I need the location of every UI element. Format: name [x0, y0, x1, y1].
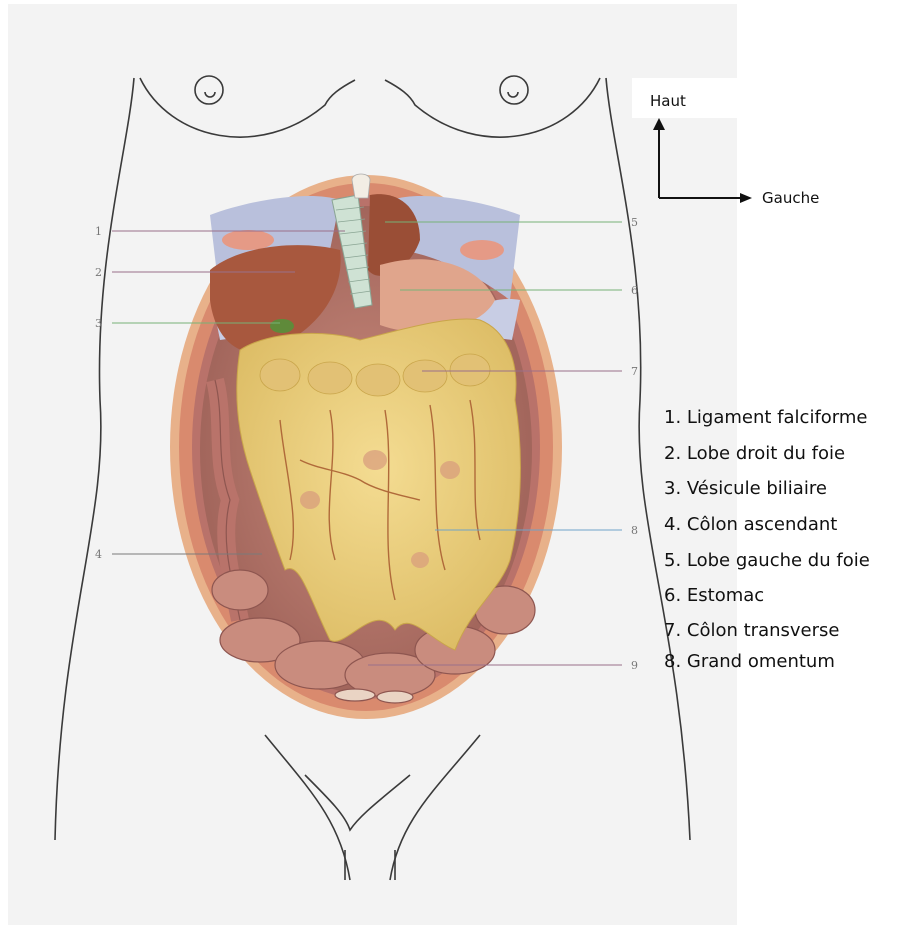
callout-2: 2	[95, 266, 102, 279]
orientation-up-label: Haut	[650, 92, 686, 110]
legend-item-2: 2. Lobe droit du foie	[664, 443, 845, 464]
callout-4: 4	[95, 548, 102, 561]
legend-item-8: 8. Grand omentum	[664, 651, 835, 672]
callout-9: 9	[631, 659, 638, 672]
orientation-left-label: Gauche	[762, 189, 819, 207]
legend-item-1: 1. Ligament falciforme	[664, 407, 867, 428]
legend-item-7: 7. Côlon transverse	[664, 620, 839, 641]
right-arrow-icon	[740, 193, 752, 203]
callout-8: 8	[631, 524, 638, 537]
gallbladder	[270, 319, 294, 333]
legend-item-3: 3. Vésicule biliaire	[664, 478, 827, 499]
callout-1: 1	[95, 225, 102, 238]
legend-item-4: 4. Côlon ascendant	[664, 514, 837, 535]
legend-item-6: 6. Estomac	[664, 585, 764, 606]
legend-item-5: 5. Lobe gauche du foie	[664, 550, 870, 571]
callout-7: 7	[631, 365, 638, 378]
callout-3: 3	[95, 317, 102, 330]
callout-6: 6	[631, 284, 638, 297]
callout-5: 5	[631, 216, 638, 229]
